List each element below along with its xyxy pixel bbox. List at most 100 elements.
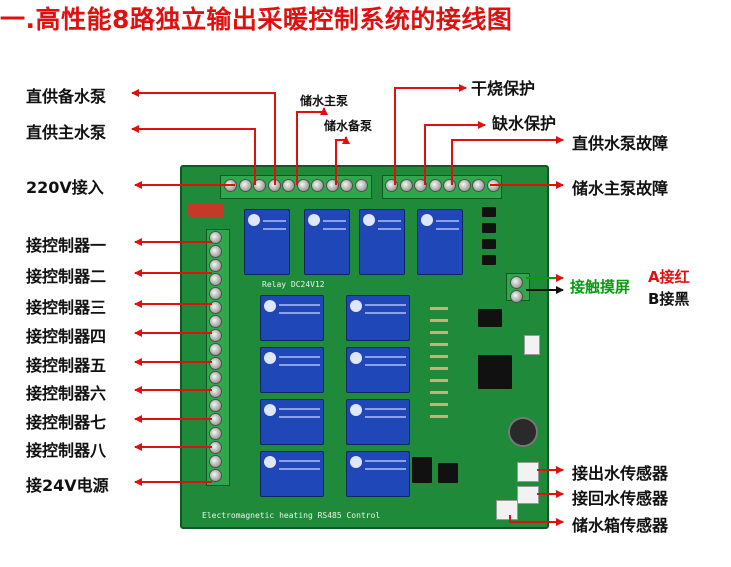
label-dry-burn: 干烧保护 — [471, 79, 536, 98]
arrow-water-shortage — [424, 121, 486, 185]
ic-chip — [478, 309, 502, 327]
terminal-screw — [209, 259, 222, 272]
terminal-screw — [296, 179, 310, 192]
resistor — [430, 355, 448, 358]
relay — [304, 209, 350, 275]
terminal-screw — [209, 469, 222, 482]
terminal-screw — [209, 329, 222, 342]
terminal-screw — [209, 343, 222, 356]
microcontroller — [478, 355, 512, 389]
resistor — [430, 331, 448, 334]
resistor — [430, 403, 448, 406]
voltage-regulator — [412, 457, 432, 483]
relay — [359, 209, 405, 275]
resistor — [430, 379, 448, 382]
arrow-direct-backup-pump — [131, 89, 276, 185]
terminal-screw — [209, 427, 222, 440]
terminal-screw — [428, 179, 442, 192]
terminal-screw — [209, 287, 222, 300]
terminal-screw — [209, 455, 222, 468]
relay — [244, 209, 290, 275]
label-touch-screen: 接触摸屏 — [570, 278, 631, 296]
label-water-shortage: 缺水保护 — [492, 114, 557, 133]
transistor — [482, 255, 496, 265]
resistor — [430, 307, 448, 310]
label-storage-main-pump: 储水主泵 — [300, 94, 349, 108]
controller-board: Relay DC24V12 Electromagnetic heating RS… — [180, 165, 549, 529]
relay — [346, 347, 410, 393]
label-direct-pump-fault: 直供水泵故障 — [572, 134, 669, 153]
transistor — [482, 223, 496, 233]
label-controller-4: 接控制器四 — [26, 327, 107, 346]
arrow-storage-main-pump — [296, 107, 328, 185]
terminal-screw — [209, 301, 222, 314]
label-outlet-sensor: 接出水传感器 — [572, 464, 669, 483]
label-controller-8: 接控制器八 — [26, 441, 107, 460]
terminal-screw — [209, 385, 222, 398]
terminal-screw — [209, 273, 222, 286]
fuse — [188, 203, 224, 217]
relay-silk-label: Relay DC24V12 — [262, 280, 325, 289]
label-24v-power: 接24V电源 — [26, 476, 109, 495]
relay — [346, 295, 410, 341]
page-title: 一.高性能8路独立输出采暖控制系统的接线图 — [0, 5, 513, 34]
outlet-sensor-connector — [517, 462, 539, 482]
resistor — [430, 367, 448, 370]
terminal-screw — [354, 179, 368, 192]
relay — [260, 295, 324, 341]
label-storage-backup-pump: 储水备泵 — [324, 119, 373, 133]
terminal-screw — [399, 179, 413, 192]
terminal-screw — [414, 179, 427, 192]
label-controller-3: 接控制器三 — [26, 298, 107, 317]
label-return-sensor: 接回水传感器 — [572, 489, 669, 508]
label-controller-7: 接控制器七 — [26, 413, 107, 432]
label-direct-backup-pump: 直供备水泵 — [26, 87, 107, 106]
terminal-screw — [253, 179, 266, 192]
label-controller-1: 接控制器一 — [26, 236, 107, 255]
label-b-black: B接黑 — [648, 290, 690, 308]
terminal-screw — [457, 179, 471, 192]
arrow-direct-main-pump — [131, 125, 256, 185]
terminal-screw — [209, 315, 222, 328]
relay — [417, 209, 463, 275]
relay — [260, 399, 324, 445]
bottom-silk-label: Electromagnetic heating RS485 Control — [202, 511, 381, 520]
label-controller-2: 接控制器二 — [26, 267, 107, 286]
terminal-screw — [209, 357, 222, 370]
terminal-screw — [209, 399, 222, 412]
transistor — [482, 239, 496, 249]
relay — [346, 399, 410, 445]
label-a-red: A接红 — [648, 268, 690, 286]
terminal-screw — [282, 179, 295, 192]
label-storage-pump-fault: 储水主泵故障 — [572, 179, 669, 198]
voltage-regulator — [438, 463, 458, 483]
relay — [346, 451, 410, 497]
resistor — [430, 391, 448, 394]
resistor — [430, 319, 448, 322]
arrow-dry-burn — [394, 84, 467, 185]
tank-sensor-connector — [496, 500, 518, 520]
terminal-screw — [209, 371, 222, 384]
label-controller-6: 接控制器六 — [26, 384, 107, 403]
label-controller-5: 接控制器五 — [26, 356, 107, 375]
terminal-screw — [510, 290, 523, 303]
terminal-screw — [209, 245, 222, 258]
label-direct-main-pump: 直供主水泵 — [26, 123, 107, 142]
transistor — [482, 207, 496, 217]
terminal-screw — [238, 179, 252, 192]
sensor-connector — [524, 335, 540, 355]
arrow-tank-sensor — [509, 515, 564, 526]
label-tank-sensor: 储水箱传感器 — [572, 516, 669, 535]
terminal-screw — [472, 179, 485, 192]
capacitor — [508, 417, 538, 447]
arrow-direct-pump-fault — [451, 136, 564, 185]
resistor — [430, 415, 448, 418]
terminal-screw — [311, 179, 324, 192]
arrow-storage-backup-pump — [335, 136, 350, 185]
resistor — [430, 343, 448, 346]
label-220v-input: 220V接入 — [26, 178, 104, 197]
relay — [260, 347, 324, 393]
terminal-screw — [510, 276, 523, 289]
terminal-screw — [340, 179, 353, 192]
